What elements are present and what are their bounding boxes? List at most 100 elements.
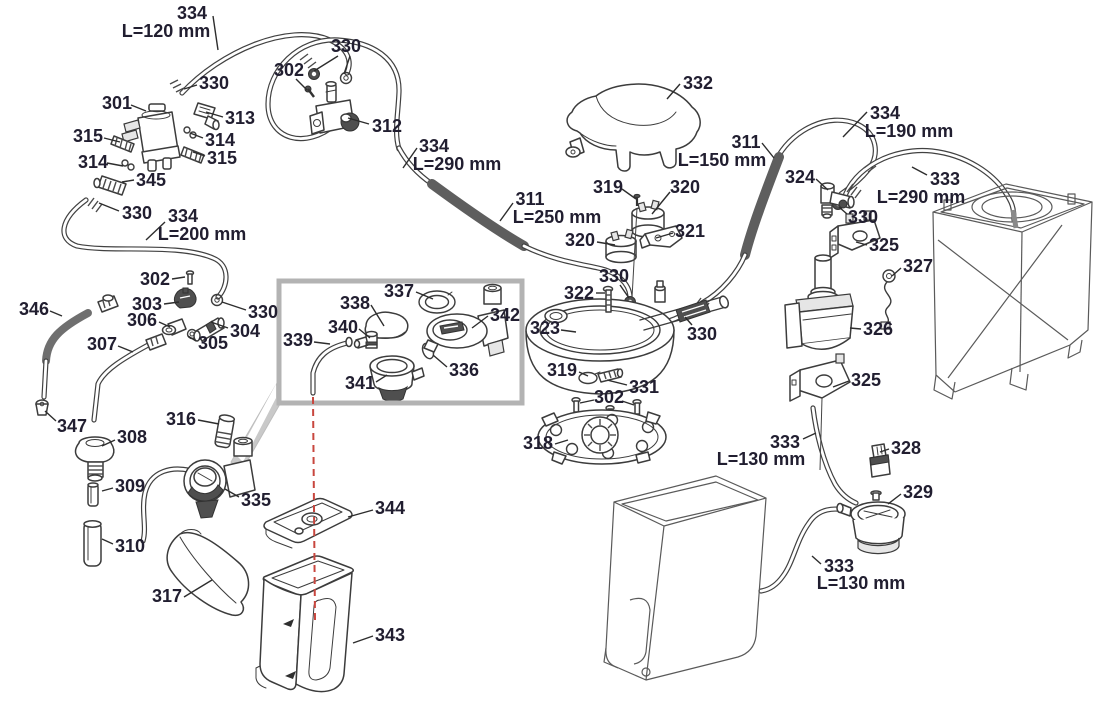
part-302-screw-top [304, 85, 315, 98]
tube-length-label: L=250 mm [513, 207, 602, 227]
part-number-label: 334 [419, 136, 449, 156]
callout-338: 338 [340, 293, 385, 327]
part-number-label: 339 [283, 330, 313, 350]
callout-330-b: 330 [313, 36, 361, 75]
braided-sleeve-311-150mm [740, 152, 784, 260]
leader-line [554, 439, 569, 445]
tank-arrow-mark [283, 619, 294, 627]
callout-316: 316 [166, 409, 220, 429]
callout-326: 326 [849, 319, 893, 339]
part-315-spring-a [110, 135, 135, 153]
callout-323: 323 [530, 318, 577, 338]
leader-line [347, 117, 370, 125]
part-number-label: 329 [903, 482, 933, 502]
part-number-label: 345 [136, 170, 166, 190]
part-number-label: 330 [122, 203, 152, 223]
callout-325-b: 325 [832, 370, 881, 390]
part-number-label: 302 [274, 60, 304, 80]
part-number-label: 310 [115, 536, 145, 556]
part-number-label: 327 [903, 256, 933, 276]
callout-305: 305 [187, 333, 228, 353]
red-alignment-dashed-line [312, 396, 316, 621]
callout-314-b: 314 [78, 152, 124, 172]
part-325-bracket-lower [789, 353, 851, 471]
callout-321: 321 [655, 221, 705, 241]
part-number-label: 311 [731, 132, 760, 152]
callout-346: 346 [19, 299, 63, 319]
leader-line [212, 15, 219, 51]
leader-line [370, 304, 385, 327]
leader-line [101, 439, 116, 447]
callout-347: 347 [44, 410, 87, 436]
leader-line [205, 111, 224, 118]
part-331-fitting [597, 368, 624, 383]
callout-307: 307 [87, 334, 134, 354]
part-347-cap [35, 399, 49, 416]
callout-303: 303 [132, 294, 180, 314]
leader-line [499, 202, 514, 222]
callout-336: 336 [432, 354, 479, 380]
part-345-fitting [93, 175, 127, 196]
part-number-label: 343 [375, 625, 405, 645]
part-319-screw-top [631, 193, 641, 299]
leader-line [313, 55, 339, 72]
part-316-ribbed-plug [214, 414, 236, 449]
callout-340: 340 [328, 317, 371, 339]
part-number-label: 337 [384, 281, 414, 301]
part-308-air-trap [74, 436, 115, 482]
leader-line [221, 301, 247, 311]
leader-line [189, 132, 204, 139]
leader-line [606, 379, 628, 386]
leader-line [375, 374, 388, 383]
leader-line [811, 555, 822, 565]
leader-line [621, 400, 635, 406]
leader-line [210, 321, 229, 329]
part-332-pump-cover [565, 83, 701, 172]
callout-319-a: 319 [593, 177, 637, 200]
tube-length-label: L=120 mm [122, 21, 211, 41]
machine-chassis-frame [932, 183, 1093, 400]
part-number-label: 313 [225, 108, 255, 128]
part-319-clamp [578, 371, 601, 385]
callout-341: 341 [345, 373, 388, 393]
part-number-label: 328 [891, 438, 921, 458]
part-318-boiler-plate [537, 409, 667, 465]
part-number-label: 306 [127, 310, 157, 330]
open-container [603, 475, 767, 681]
callout-320-b: 320 [565, 230, 616, 250]
part-number-label: 335 [241, 490, 271, 510]
part-number-label: 319 [547, 360, 577, 380]
part-315-spring-b [180, 146, 205, 164]
part-number-label: 346 [19, 299, 49, 319]
callout-339: 339 [283, 330, 331, 350]
leader-line [163, 301, 180, 305]
callout-330-g: 330 [838, 206, 878, 227]
leader-line [402, 147, 418, 169]
leader-line [183, 579, 213, 598]
part-number-label: 333 [824, 556, 854, 576]
part-number-label: 319 [593, 177, 623, 197]
leader-line [197, 419, 220, 425]
part-number-label: 315 [207, 148, 237, 168]
tube-length-label: L=150 mm [678, 150, 767, 170]
part-number-label: 330 [599, 266, 629, 286]
part-number-label: 330 [199, 73, 229, 93]
part-323-boiler [525, 280, 730, 395]
leader-line [849, 327, 862, 330]
leader-line [101, 538, 114, 545]
part-number-label: 314 [205, 130, 235, 150]
callout-337: 337 [384, 281, 434, 301]
part-342-bracket-assembly [423, 283, 509, 357]
callout-312: 312 [347, 116, 402, 136]
part-314-orings-b [121, 159, 135, 171]
part-number-label: 308 [117, 427, 147, 447]
part-number-label: 318 [523, 433, 553, 453]
part-number-label: 323 [530, 318, 560, 338]
callout-330-a: 330 [183, 73, 229, 93]
part-number-label: 341 [345, 373, 375, 393]
tube-346-gray-sleeve [42, 309, 92, 365]
leader-line [815, 178, 829, 191]
